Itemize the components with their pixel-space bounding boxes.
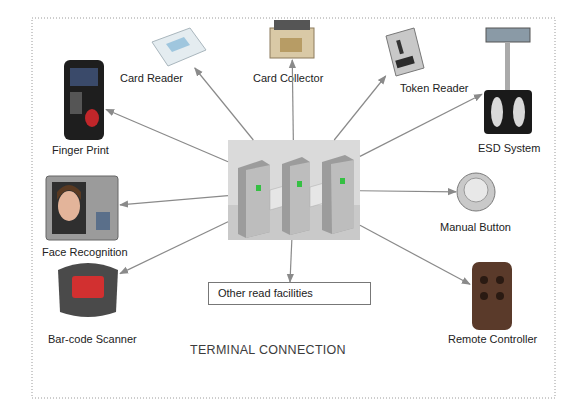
connector-arrow <box>120 196 228 205</box>
face-sensor <box>96 212 110 230</box>
esd-tester-panel <box>486 28 530 42</box>
device-label: Remote Controller <box>448 333 537 346</box>
turnstile-pedestal <box>322 155 354 234</box>
dotted-frame <box>32 18 555 398</box>
connector-arrow <box>360 94 482 156</box>
box-label: Other read facilities <box>209 283 370 304</box>
connector-arrow <box>334 76 385 140</box>
device-node: Remote Controller <box>470 262 514 330</box>
device-node: Token Reader <box>384 28 426 76</box>
remote-key <box>496 292 504 300</box>
connector-arrow <box>290 240 292 282</box>
scanner-window <box>72 276 104 298</box>
face-device <box>46 176 118 240</box>
device-label: Finger Print <box>52 144 109 157</box>
device-node: Face Recognition <box>45 175 120 241</box>
device-label: Token Reader <box>400 82 469 95</box>
turnstile-face <box>246 165 270 238</box>
card-collector-tray <box>280 38 302 52</box>
green-indicator <box>297 181 302 187</box>
connector-arrow <box>360 191 456 192</box>
turnstile-pedestal <box>282 157 310 235</box>
turnstile-face <box>331 160 354 234</box>
card-collector-device <box>270 28 314 58</box>
card-reader-device <box>152 28 206 66</box>
turnstile-pedestal <box>238 160 270 238</box>
connector-arrow <box>360 225 470 284</box>
diagram-title: TERMINAL CONNECTION <box>190 343 346 357</box>
face-screen <box>52 182 86 234</box>
remote-key <box>480 292 488 300</box>
green-indicator <box>256 185 261 191</box>
connector-arrow <box>195 68 254 140</box>
card-reader-panel <box>166 37 190 52</box>
photo-background <box>228 140 360 240</box>
token-reader-device <box>386 28 424 76</box>
device-node: Bar-code Scanner <box>56 258 120 320</box>
device-node: Finger Print <box>62 60 106 140</box>
fingerprint-device <box>64 60 104 140</box>
connector-arrow <box>292 60 293 140</box>
device-node: Card Collector <box>266 20 318 60</box>
turnstile-face <box>290 162 310 235</box>
footprint <box>491 97 503 127</box>
fingerprint-keypad <box>70 92 82 114</box>
esd-pole <box>505 42 510 90</box>
process-box: Other read facilities <box>208 282 371 305</box>
turnstile-flap <box>270 186 284 210</box>
device-node: Card Reader <box>150 28 207 68</box>
device-label: Card Reader <box>120 72 183 85</box>
esd-footplate <box>484 90 532 134</box>
green-indicator <box>340 178 345 184</box>
connector-arrow <box>120 222 228 274</box>
device-node: ESD System <box>482 28 534 134</box>
card-collector-top <box>274 20 310 30</box>
remote-body <box>472 262 512 330</box>
face-image <box>58 191 80 221</box>
device-label: ESD System <box>478 142 540 155</box>
device-node: Manual Button <box>456 172 496 212</box>
hair-image <box>57 185 81 200</box>
token-slot <box>396 40 404 55</box>
token-return <box>395 56 415 69</box>
connector-arrow <box>106 109 228 161</box>
button-cap <box>464 178 488 202</box>
device-label: Bar-code Scanner <box>48 333 137 346</box>
remote-key <box>480 276 488 284</box>
remote-key <box>496 276 504 284</box>
turnstile-flap <box>310 183 324 207</box>
device-label: Manual Button <box>440 221 511 234</box>
button-ring <box>457 173 495 211</box>
scanner-body <box>58 263 118 317</box>
device-node <box>228 140 360 240</box>
footprint <box>513 97 525 127</box>
fingerprint-sensor <box>85 109 99 127</box>
device-label: Card Collector <box>253 72 323 85</box>
fingerprint-screen <box>70 68 98 86</box>
device-label: Face Recognition <box>42 246 128 259</box>
